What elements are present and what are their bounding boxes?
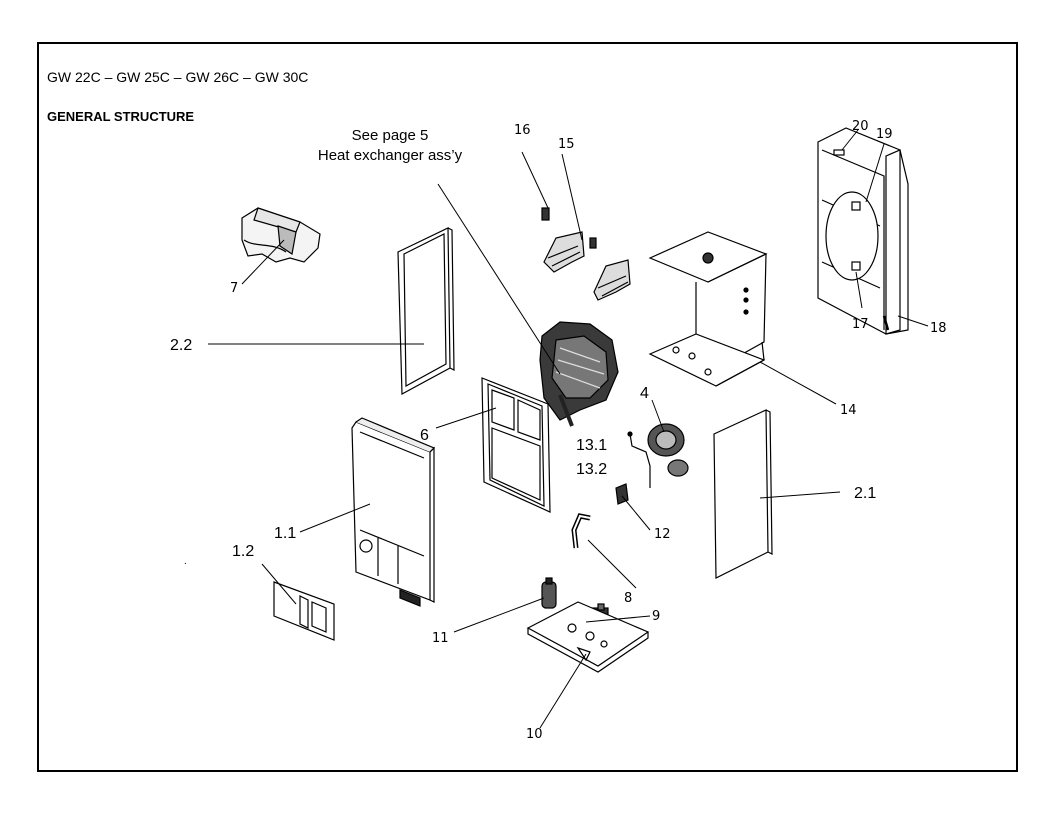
- leader-lines: [208, 129, 929, 729]
- part-10-bottom-plate: [526, 601, 650, 673]
- label-1-1: 1.1: [274, 525, 296, 542]
- label-8: 8: [624, 591, 632, 606]
- heat-exchanger-assembly: [539, 321, 619, 427]
- label-16: 16: [514, 123, 531, 138]
- part-15-brackets: [543, 231, 631, 301]
- label-1-2: 1.2: [232, 543, 254, 560]
- part-16-clip: [541, 207, 550, 221]
- part-18-frame: [817, 127, 909, 335]
- label-9: 9: [652, 609, 660, 624]
- reference-note-line2: Heat exchanger ass’y: [317, 147, 463, 164]
- part-8-pipe: [571, 513, 591, 549]
- label-2-1: 2.1: [854, 485, 876, 502]
- label-13-2: 13.2: [576, 461, 607, 478]
- part-2-2-side-panel: [397, 227, 455, 395]
- part-11-pump: [541, 577, 557, 609]
- label-19: 19: [876, 127, 893, 142]
- part-7-corner-detail: [241, 207, 321, 263]
- part-1-2-plate: [273, 581, 335, 641]
- label-2-2: 2.2: [170, 337, 192, 354]
- stray-dot: .: [184, 556, 187, 567]
- part-4-fan: [647, 423, 689, 477]
- label-13-1: 13.1: [576, 437, 607, 454]
- label-7: 7: [230, 281, 238, 296]
- label-4: 4: [640, 385, 649, 402]
- label-15: 15: [558, 137, 575, 152]
- label-14: 14: [840, 403, 857, 418]
- label-17: 17: [852, 317, 869, 332]
- model-line: GW 22C – GW 25C – GW 26C – GW 30C: [47, 69, 309, 85]
- label-20: 20: [852, 119, 869, 134]
- label-18: 18: [930, 321, 947, 336]
- section-title: GENERAL STRUCTURE: [47, 109, 195, 124]
- part-2-1-side-panel: [713, 409, 773, 579]
- reference-note: See page 5 Heat exchanger ass’y: [280, 126, 500, 166]
- label-12: 12: [654, 527, 671, 542]
- label-11: 11: [432, 631, 449, 646]
- part-14-casing-box: [648, 231, 768, 387]
- page-frame: [37, 42, 1018, 772]
- label-10: 10: [526, 727, 543, 742]
- reference-note-line1: See page 5: [351, 127, 429, 144]
- label-6: 6: [420, 427, 429, 444]
- part-13-hose: [627, 431, 651, 488]
- part-6-inner-panel: [481, 377, 551, 513]
- part-1-1-front-panel: [351, 417, 436, 607]
